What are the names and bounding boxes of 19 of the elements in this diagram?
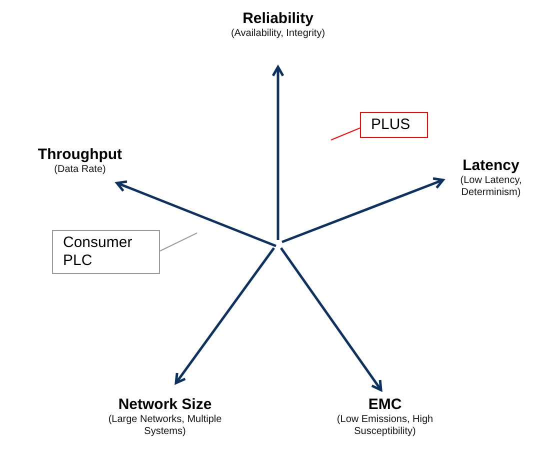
callout-box: Consumer PLC [52,230,160,274]
axis-description: (Low Latency, Determinism) [459,175,523,199]
axis-title: EMC [368,396,402,414]
axis-description: (Data Rate) [54,164,106,176]
leader-line [160,232,198,252]
axis-title: Latency [462,157,520,175]
axis-title: Reliability [242,10,314,28]
arrow [174,247,276,384]
callout-box: PLUS [360,112,428,138]
arrow [116,180,276,248]
axis-description: (Availability, Integrity) [230,28,326,40]
leader-line [330,128,360,140]
arrow [272,66,284,240]
arrow [282,177,444,244]
axis-description: (Large Networks, Multiple Systems) [107,414,223,438]
axis-title: Throughput [38,146,122,164]
axis-description: (Low Emissions, High Susceptibility) [336,414,434,438]
axis-title: Network Size [118,396,212,414]
arrow [280,247,382,392]
